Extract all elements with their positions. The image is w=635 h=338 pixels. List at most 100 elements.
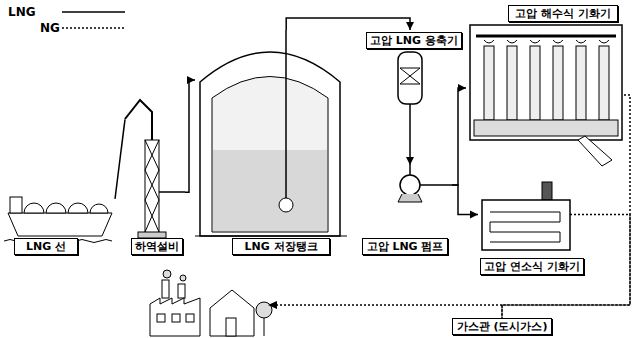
smoke bbox=[180, 275, 186, 281]
lng-pipe bbox=[115, 119, 125, 199]
panel bbox=[530, 46, 540, 120]
gas-pipe bbox=[570, 214, 578, 216]
pipe bbox=[285, 30, 287, 198]
lng-liquid bbox=[213, 150, 327, 231]
panel bbox=[553, 46, 563, 120]
component-label: 하역설비 bbox=[131, 238, 183, 255]
legend-line-solid bbox=[62, 11, 125, 13]
component-label: 고압 LNG 펌프 bbox=[362, 238, 448, 255]
chimney bbox=[542, 182, 552, 200]
legend-line-dotted bbox=[62, 27, 125, 29]
pipe-line bbox=[409, 108, 411, 165]
panel bbox=[507, 46, 517, 120]
smoke bbox=[163, 270, 171, 278]
pump-base bbox=[398, 194, 422, 202]
recondenser bbox=[398, 52, 422, 108]
ship-bridge bbox=[10, 197, 22, 213]
component-area: 하역설비 bbox=[125, 95, 185, 257]
water-outlet bbox=[578, 136, 612, 166]
chimney bbox=[162, 280, 169, 298]
condenser-packing bbox=[400, 68, 420, 84]
arrow-head bbox=[406, 157, 414, 165]
seawater-header bbox=[476, 35, 616, 38]
ship-dome bbox=[68, 203, 88, 213]
pump-body bbox=[400, 175, 420, 195]
lng-pipe bbox=[185, 76, 195, 192]
condenser-vessel bbox=[398, 52, 422, 104]
component-area: 고압 해수식 기화기 bbox=[466, 4, 624, 144]
legend-text: LNG bbox=[8, 5, 36, 19]
seawater-vaporizer bbox=[470, 25, 622, 166]
pipe-line bbox=[185, 80, 195, 192]
pipe-line bbox=[452, 185, 478, 215]
unloading-arm bbox=[125, 100, 185, 238]
city bbox=[150, 270, 272, 336]
lng-pipe bbox=[452, 185, 478, 219]
arm-tower bbox=[145, 140, 159, 235]
house bbox=[210, 290, 254, 336]
tank-inner bbox=[212, 77, 328, 233]
ship-hull bbox=[8, 213, 112, 236]
water-spray bbox=[484, 40, 609, 43]
chimney bbox=[178, 284, 185, 298]
legend-text: NG bbox=[40, 21, 60, 35]
vaporizer-box bbox=[482, 200, 570, 250]
tower-bracing bbox=[145, 140, 159, 232]
pipe-line bbox=[115, 119, 125, 199]
component-area: 고압 연소식 기화기 bbox=[478, 180, 578, 276]
ground-line bbox=[195, 236, 347, 237]
ship-dome bbox=[46, 203, 66, 213]
loading-arm bbox=[125, 100, 152, 140]
vaporizer-frame bbox=[470, 25, 622, 140]
arrow-head bbox=[458, 84, 466, 92]
component-area: 고압 LNG 응축기 bbox=[365, 30, 455, 108]
storage-tank bbox=[195, 30, 347, 236]
component-area: 고압 LNG 펌프 bbox=[360, 165, 452, 257]
component-label: 고압 해수식 기화기 bbox=[508, 5, 618, 22]
pipe-line bbox=[452, 88, 466, 185]
panel bbox=[576, 46, 586, 120]
pipe-line bbox=[286, 18, 410, 30]
water-trough bbox=[474, 120, 618, 136]
component-label: 고압 연소식 기화기 bbox=[480, 258, 584, 275]
arrow-head bbox=[470, 211, 478, 219]
pipe bbox=[159, 191, 185, 193]
arrow-head bbox=[187, 76, 195, 84]
window bbox=[186, 314, 194, 322]
door bbox=[226, 318, 236, 336]
pipe bbox=[409, 104, 411, 108]
legend-samples bbox=[62, 12, 125, 28]
lng-pipe bbox=[286, 18, 414, 30]
in-tank-pump bbox=[279, 198, 293, 212]
pipe-line bbox=[502, 95, 630, 318]
component-label: 고압 LNG 응축기 bbox=[366, 32, 462, 49]
window bbox=[157, 314, 165, 322]
component-area: LNG 저장탱크 bbox=[195, 30, 347, 257]
lng-ship bbox=[4, 197, 112, 243]
window bbox=[172, 314, 180, 322]
factory bbox=[150, 298, 200, 336]
hp-pump bbox=[398, 165, 452, 202]
panel bbox=[484, 46, 494, 120]
gas-pipe bbox=[276, 304, 502, 306]
ship-dome bbox=[24, 203, 44, 213]
lng-pipe bbox=[452, 84, 466, 185]
component-label: LNG 선 bbox=[14, 238, 78, 255]
arrow-head bbox=[406, 22, 414, 30]
tank-outer bbox=[200, 52, 340, 236]
panel bbox=[599, 46, 609, 120]
coil bbox=[490, 212, 560, 242]
combustion-vaporizer bbox=[482, 182, 578, 250]
component-area: 가스관 (도시가스) bbox=[452, 318, 552, 336]
component-label: 가스관 (도시가스) bbox=[452, 318, 552, 335]
component-area: LNG 선 bbox=[5, 160, 115, 257]
tree-trunk bbox=[264, 318, 265, 336]
lng-pipe bbox=[406, 108, 414, 165]
ng-pipe bbox=[502, 95, 630, 318]
city-gas-line bbox=[268, 301, 502, 309]
pipe bbox=[420, 184, 452, 186]
pipe bbox=[409, 165, 411, 175]
